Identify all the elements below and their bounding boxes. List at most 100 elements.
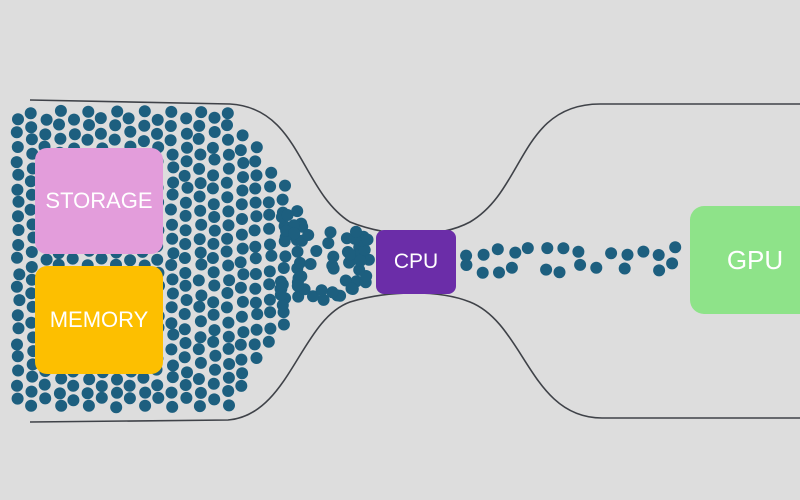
particle bbox=[277, 318, 290, 331]
particle bbox=[40, 113, 53, 126]
particle bbox=[180, 391, 193, 404]
particle bbox=[10, 126, 23, 139]
particle bbox=[11, 309, 24, 322]
particle bbox=[491, 243, 504, 256]
particle bbox=[279, 250, 292, 263]
memory-block: MEMORY bbox=[35, 266, 163, 374]
particle bbox=[54, 104, 67, 117]
particle bbox=[206, 141, 219, 154]
particle bbox=[222, 385, 235, 397]
particle bbox=[55, 399, 68, 412]
particle bbox=[178, 308, 191, 320]
particle bbox=[179, 209, 192, 222]
particle bbox=[165, 259, 178, 271]
particle bbox=[344, 248, 356, 261]
particle bbox=[166, 218, 178, 231]
particle bbox=[139, 386, 152, 399]
particle bbox=[180, 294, 193, 306]
particle bbox=[53, 387, 66, 400]
particle bbox=[262, 196, 275, 209]
particle bbox=[180, 155, 193, 168]
storage-block: STORAGE bbox=[35, 148, 163, 254]
particle bbox=[222, 162, 235, 175]
particle bbox=[165, 386, 178, 399]
particle bbox=[207, 377, 220, 390]
particle bbox=[12, 195, 25, 208]
particle bbox=[605, 247, 618, 260]
particle bbox=[180, 112, 193, 125]
particle bbox=[53, 118, 65, 131]
storage-label: STORAGE bbox=[45, 188, 153, 213]
particle bbox=[222, 316, 235, 329]
particle bbox=[137, 135, 150, 148]
particle bbox=[192, 274, 205, 287]
particle bbox=[179, 224, 192, 237]
particle bbox=[505, 261, 518, 274]
particle bbox=[208, 126, 221, 138]
particle bbox=[652, 249, 665, 261]
particle bbox=[248, 338, 261, 351]
particle bbox=[67, 379, 80, 392]
particle bbox=[236, 129, 249, 142]
particle bbox=[281, 209, 294, 221]
particle bbox=[94, 112, 107, 125]
particle bbox=[39, 128, 52, 141]
particle bbox=[263, 222, 276, 235]
particle bbox=[250, 352, 263, 364]
particle bbox=[192, 132, 205, 145]
particle bbox=[249, 240, 262, 253]
particle bbox=[263, 293, 276, 306]
particle bbox=[263, 208, 276, 221]
particle bbox=[209, 349, 222, 362]
particle bbox=[111, 386, 123, 399]
particle bbox=[11, 392, 24, 405]
particle bbox=[151, 253, 164, 266]
particle bbox=[81, 387, 94, 400]
particle bbox=[222, 330, 235, 343]
particle bbox=[12, 168, 25, 181]
particle bbox=[12, 210, 24, 223]
particle bbox=[322, 237, 335, 250]
particle bbox=[207, 308, 220, 321]
particle bbox=[222, 342, 235, 355]
particle bbox=[277, 262, 290, 274]
particle bbox=[345, 282, 358, 295]
particle bbox=[164, 203, 177, 216]
particle bbox=[24, 175, 37, 188]
particle bbox=[637, 245, 650, 258]
particle bbox=[193, 119, 206, 132]
particle bbox=[55, 372, 68, 385]
particle bbox=[235, 353, 248, 366]
particle bbox=[166, 400, 179, 413]
particle bbox=[25, 273, 38, 286]
particle bbox=[25, 246, 38, 258]
particle bbox=[167, 328, 180, 341]
particle bbox=[669, 241, 682, 254]
particle bbox=[12, 113, 24, 126]
particle bbox=[264, 306, 277, 319]
particle bbox=[264, 322, 277, 335]
particle bbox=[264, 180, 277, 193]
particle bbox=[179, 238, 192, 250]
particle bbox=[67, 394, 80, 407]
particle bbox=[124, 254, 137, 267]
cpu-block: CPU bbox=[376, 230, 456, 294]
particle bbox=[653, 264, 666, 277]
particle bbox=[208, 224, 221, 237]
particle bbox=[25, 133, 38, 146]
particle bbox=[237, 157, 250, 169]
particle bbox=[476, 266, 489, 279]
particle bbox=[151, 127, 163, 140]
particle bbox=[295, 270, 308, 283]
particle bbox=[248, 224, 261, 237]
particle bbox=[11, 251, 23, 264]
particle bbox=[291, 205, 304, 218]
particle bbox=[178, 252, 191, 264]
particle bbox=[111, 373, 123, 386]
particle bbox=[94, 127, 107, 140]
particle bbox=[249, 296, 262, 309]
particle bbox=[222, 148, 235, 161]
particle bbox=[621, 248, 634, 261]
particle bbox=[195, 289, 208, 302]
particle bbox=[358, 244, 371, 256]
